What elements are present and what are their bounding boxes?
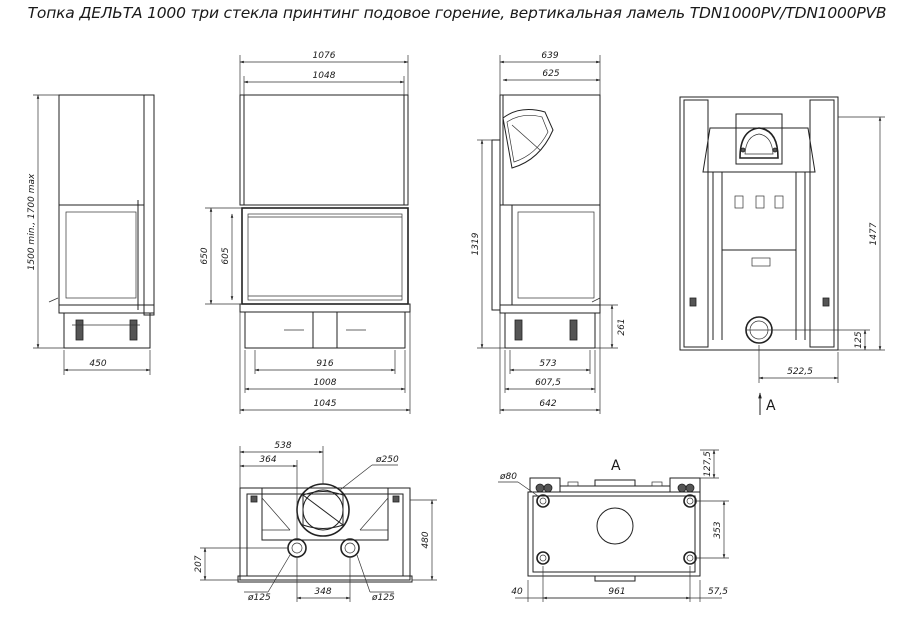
dim-right-height: 1319 bbox=[471, 232, 481, 255]
view-arrow-label: A bbox=[766, 398, 776, 414]
dim-side-height: 1500 min., 1700 max bbox=[27, 173, 37, 270]
dim-front-inner-top: 1048 bbox=[313, 71, 336, 81]
dim-plan-d125-left: ø125 bbox=[247, 593, 271, 603]
dim-bottom-961: 961 bbox=[608, 587, 625, 597]
dim-side-depth: 450 bbox=[89, 359, 106, 369]
dim-front-w2: 1008 bbox=[314, 378, 337, 388]
dim-front-w3: 1045 bbox=[314, 399, 337, 409]
dim-right-w1: 573 bbox=[539, 359, 556, 369]
dim-plan-480: 480 bbox=[421, 531, 431, 548]
dim-plan-364: 364 bbox=[259, 455, 276, 465]
side-view: 1500 min., 1700 max 450 bbox=[27, 94, 155, 375]
dim-right-base: 261 bbox=[617, 318, 627, 335]
dim-right-top-inner: 625 bbox=[542, 69, 559, 79]
dim-right-w2: 607,5 bbox=[535, 378, 561, 388]
dim-bottom-1275: 127,5 bbox=[703, 451, 713, 477]
dim-bottom-575: 57,5 bbox=[708, 587, 728, 597]
dim-back-height: 1477 bbox=[869, 222, 879, 245]
bottom-view-label: A bbox=[611, 458, 621, 474]
bottom-view: A ø80 127,5 353 bbox=[498, 449, 729, 602]
dim-front-glass-height: 650 bbox=[200, 247, 210, 264]
dim-plan-d125-right: ø125 bbox=[371, 593, 395, 603]
front-view: 1076 1048 650 605 916 1008 1045 bbox=[200, 51, 411, 414]
dim-front-glass-inner: 605 bbox=[221, 247, 231, 264]
dim-front-w1: 916 bbox=[316, 359, 333, 369]
dim-front-outer-top: 1076 bbox=[313, 51, 336, 61]
dim-plan-207: 207 bbox=[194, 555, 204, 572]
dim-bottom-353: 353 bbox=[713, 521, 723, 538]
dim-right-w3: 642 bbox=[539, 399, 556, 409]
back-view: 1477 125 522,5 A bbox=[679, 96, 885, 415]
dim-plan-538: 538 bbox=[274, 441, 291, 451]
dim-back-small: 125 bbox=[854, 331, 864, 348]
page-title: Топка ДЕЛЬТА 1000 три стекла принтинг по… bbox=[27, 4, 887, 22]
dim-back-offset: 522,5 bbox=[787, 367, 813, 377]
dim-bottom-d80: ø80 bbox=[499, 472, 517, 482]
plan-view: 538 364 ø250 480 207 348 ø125 ø125 bbox=[194, 441, 437, 603]
dim-plan-348: 348 bbox=[314, 587, 331, 597]
dim-plan-d250: ø250 bbox=[375, 455, 399, 465]
dim-bottom-40: 40 bbox=[511, 587, 523, 597]
dim-right-top-outer: 639 bbox=[541, 51, 558, 61]
right-side-view: 639 625 1319 261 573 607,5 642 bbox=[471, 51, 627, 414]
